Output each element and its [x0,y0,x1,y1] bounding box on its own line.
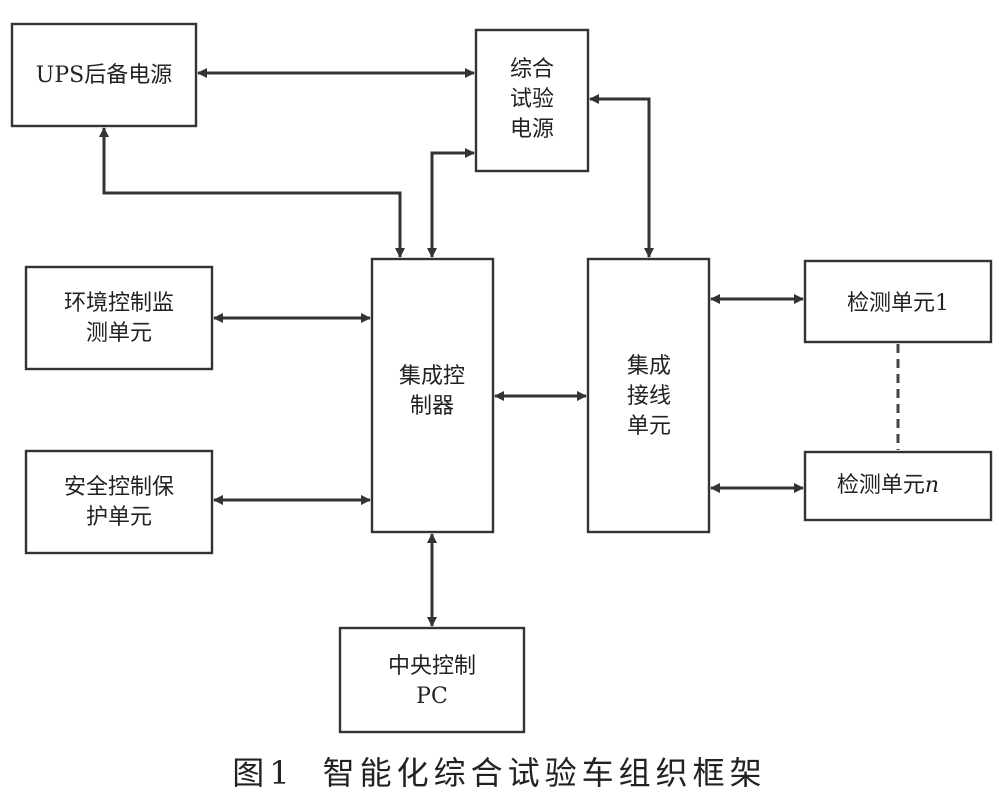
node-detect-unit-n: 检测单元n [803,450,993,522]
node-env-monitor-line1: 环境控制监 [64,291,174,316]
node-env-monitor: 环境控制监 测单元 [24,265,214,371]
node-test-power-line3: 电源 [510,117,554,142]
node-detect-unit-1: 检测单元1 [803,259,993,344]
node-wiring-line3: 单元 [627,414,671,439]
node-test-power-line1: 综合 [510,57,554,82]
node-detect-unit-1-label: 检测单元1 [847,291,949,316]
figure-caption: 图1 智能化综合试验车组织框架 [0,748,999,794]
node-detect-unit-n-label: 检测单元n [837,473,939,498]
node-env-monitor-line2: 测单元 [86,321,152,346]
node-integrated-controller: 集成控 制器 [370,257,495,534]
node-ups-power: UPS后备电源 [10,22,198,128]
node-central-pc-line1: 中央控制 [388,654,476,679]
node-test-power: 综合 试验 电源 [474,28,590,173]
node-integrated-wiring: 集成 接线 单元 [586,257,711,534]
edge-testpower-wiring [589,94,654,258]
node-detect-unit-n-index: n [925,473,939,498]
figure-caption-title: 智能化综合试验车组织框架 [322,754,767,792]
node-detect-unit-n-text: 检测单元 [837,473,925,498]
node-wiring-line1: 集成 [627,354,671,379]
figure-caption-number: 图1 [232,754,295,792]
edge-ups-controller [99,127,405,258]
node-wiring-line2: 接线 [627,384,671,409]
diagram: UPS后备电源 综合 试验 电源 环境控制监 测单元 安全控制保 护单元 集成控… [10,22,993,734]
node-safety-protect-line1: 安全控制保 [64,475,174,500]
node-controller-line1: 集成控 [399,364,465,389]
node-central-pc: 中央控制 PC [338,626,526,734]
node-safety-protect-line2: 护单元 [86,505,152,530]
node-test-power-line2: 试验 [510,87,554,112]
edge-testpower-controller [427,148,475,258]
node-central-pc-line2: PC [416,684,448,709]
node-safety-protect: 安全控制保 护单元 [24,449,214,555]
node-ups-power-label: UPS后备电源 [36,63,172,88]
node-controller-line2: 制器 [410,394,454,419]
